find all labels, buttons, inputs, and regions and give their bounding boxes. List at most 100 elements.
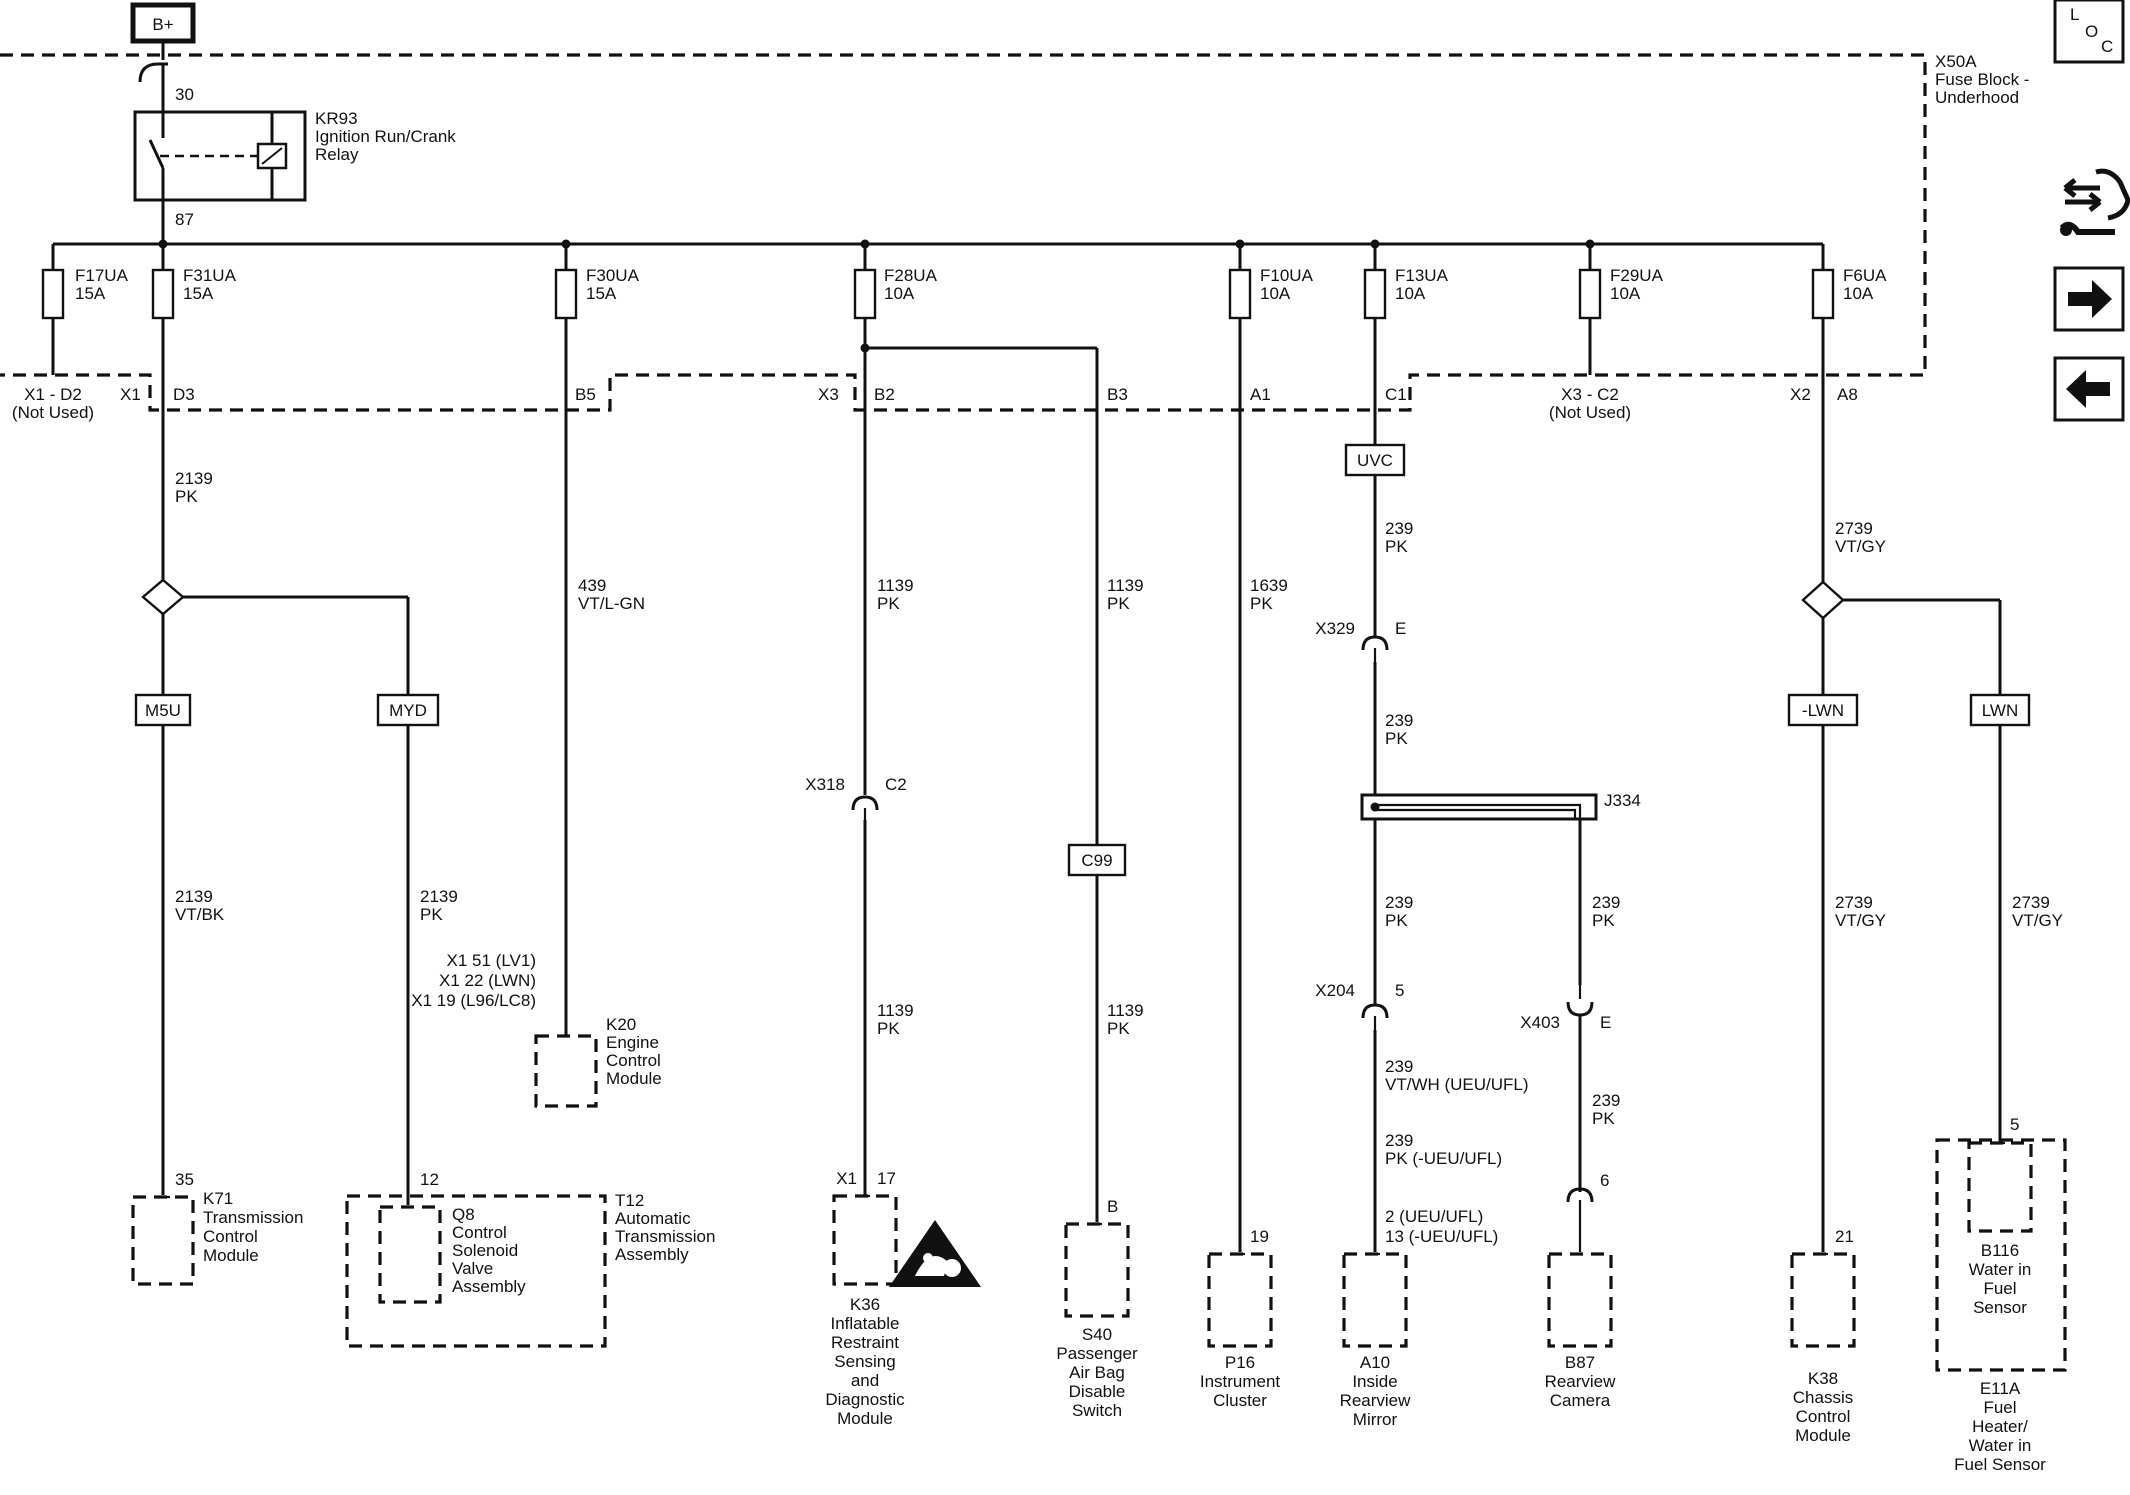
diagram-label: B5 [575,385,596,404]
s40-switch-box [1064,1222,1130,1318]
diagram-label: Assembly [452,1277,526,1296]
option-lwn: LWN [1969,693,2031,727]
diagram-label: L [2070,5,2079,24]
diagram-label: X1 19 (L96/LC8) [411,991,536,1010]
diagram-label: 10A [1395,284,1426,303]
diagram-label: Fuel [1983,1398,2016,1417]
diagram-label: PK [1592,1109,1615,1128]
diagram-label: 21 [1835,1227,1854,1246]
diagram-label: E [1395,619,1406,638]
diagram-label: PK [1107,1019,1130,1038]
diagram-label: K38 [1808,1369,1838,1388]
diagram-label: Chassis [1793,1388,1853,1407]
splice-diamond-2739 [1801,580,1845,620]
diagram-label: C99 [1081,851,1112,870]
diagram-label: Control [203,1227,258,1246]
diagram-label: 239 [1385,711,1413,730]
diagram-label: 239 [1385,1131,1413,1150]
diagram-label: B+ [152,15,173,34]
diagram-label: 1639 [1250,576,1288,595]
diagram-label: B2 [874,385,895,404]
splice-diamond-2139 [141,578,185,616]
diagram-label: 10A [1260,284,1291,303]
option-not-lwn: -LWN [1787,693,1859,727]
diagram-label: Instrument [1200,1372,1281,1391]
k20-module-box [534,1034,598,1108]
diagram-label: B87 [1565,1353,1595,1372]
location-button[interactable]: L O C [2053,0,2125,64]
inline-connector-x403 [1566,1001,1594,1017]
diagram-label: Rearview [1340,1391,1412,1410]
diagram-label: PK [1592,911,1615,930]
diagram-label: Engine [606,1033,659,1052]
diagram-label: J334 [1604,791,1641,810]
diagram-label: C2 [885,775,907,794]
diagram-label: K36 [850,1295,880,1314]
diagram-label: PK [1385,537,1408,556]
diagram-label: (Not Used) [1549,403,1631,422]
diagram-label: Fuel [1983,1279,2016,1298]
diagram-label: 5 [1395,981,1404,1000]
diagram-label: VT/WH (UEU/UFL) [1385,1075,1529,1094]
diagram-label: 2139 [175,469,213,488]
diagram-label: Mirror [1353,1410,1398,1429]
diagram-label: VT/GY [2012,911,2063,930]
diagram-label: X204 [1315,981,1355,1000]
fuse-f10ua [1228,244,1252,320]
diagram-label: K71 [203,1189,233,1208]
diagram-label: F28UA [884,266,938,285]
diagram-label: 239 [1592,1091,1620,1110]
connector-view-icon[interactable] [2059,168,2130,236]
diagram-label: Water in [1969,1260,2032,1279]
diagram-label: Automatic [615,1209,691,1228]
diagram-label: 239 [1385,893,1413,912]
diagram-label: B116 [1981,1241,2019,1260]
diagram-label: 19 [1250,1227,1269,1246]
diagram-label: Module [1795,1426,1851,1445]
diagram-label: 239 [1385,519,1413,538]
next-page-button[interactable] [2053,266,2125,332]
diagram-label: Sensing [834,1352,895,1371]
inline-connector-b87 [1566,1187,1594,1203]
terminal-30 [138,62,168,83]
diagram-label: X3 - C2 [1561,385,1619,404]
diagram-label: Switch [1072,1401,1122,1420]
fuse-f30ua [554,244,578,320]
diagram-label: X403 [1520,1013,1560,1032]
previous-page-button[interactable] [2053,356,2125,422]
airbag-warning-icon [889,1220,981,1287]
diagram-label: 15A [183,284,214,303]
diagram-label: E11A [1980,1379,2021,1398]
diagram-label: X1 51 (LV1) [447,951,536,970]
diagram-label: B3 [1107,385,1128,404]
diagram-label: X50A [1935,52,1977,71]
diagram-label: Transmission [615,1227,715,1246]
diagram-label: Control [606,1051,661,1070]
fuse-f6ua [1811,268,1835,320]
fuse-f13ua [1363,244,1387,320]
diagram-label: UVC [1357,451,1393,470]
diagram-label: 2139 [175,887,213,906]
diagram-label: KR93 [315,109,358,128]
diagram-label: 87 [175,210,194,229]
diagram-label: 15A [586,284,617,303]
diagram-label: Fuel Sensor [1954,1455,2046,1474]
diagram-label: 5 [2010,1115,2019,1134]
fuse-f17ua [41,268,65,320]
diagram-label: Restraint [831,1333,899,1352]
diagram-label: X1 - D2 [24,385,82,404]
k36-module-box [832,1194,898,1286]
diagram-label: Camera [1550,1391,1611,1410]
diagram-label: A1 [1250,385,1271,404]
diagram-label: Relay [315,145,359,164]
diagram-label: 17 [877,1169,896,1188]
diagram-label: 10A [1843,284,1874,303]
inline-connector-x329 [1361,635,1389,651]
diagram-label: Fuse Block - [1935,70,2029,89]
diagram-label: F10UA [1260,266,1314,285]
diagram-label: (Not Used) [12,403,94,422]
diagram-label: F31UA [183,266,237,285]
diagram-label: PK [1250,594,1273,613]
k38-module-box [1790,1252,1856,1348]
diagram-label: VT/GY [1835,911,1886,930]
